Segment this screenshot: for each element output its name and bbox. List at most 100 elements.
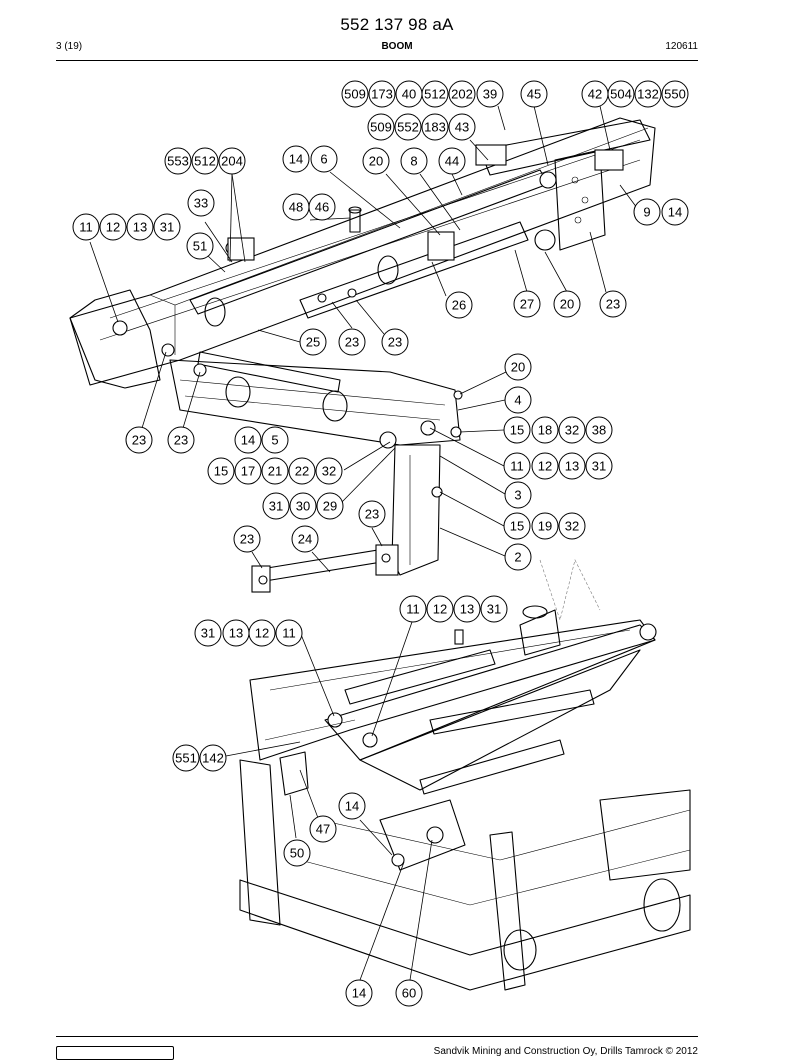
callout-42: 42 — [581, 80, 609, 108]
callout-label: 32 — [565, 423, 579, 438]
callout-label: 3 — [514, 488, 521, 503]
callout-circle — [362, 147, 390, 175]
callout-circle — [585, 452, 613, 480]
callout-19: 19 — [531, 512, 559, 540]
callout-circle — [558, 452, 586, 480]
callout-circle — [186, 232, 214, 260]
callout-label: 183 — [424, 120, 446, 135]
callout-label: 20 — [560, 297, 574, 312]
section-title: BOOM — [381, 41, 413, 52]
callout-circle — [338, 792, 366, 820]
callout-label: 4 — [514, 393, 521, 408]
callout-label: 43 — [455, 120, 469, 135]
callout-509: 509 — [367, 113, 395, 141]
callout-label: 19 — [538, 519, 552, 534]
callout-11: 11 — [503, 452, 531, 480]
callout-label: 31 — [487, 602, 501, 617]
callout-circle — [448, 80, 476, 108]
callout-512: 512 — [421, 80, 449, 108]
callout-label: 29 — [323, 499, 337, 514]
callout-circle — [399, 595, 427, 623]
callout-17: 17 — [234, 457, 262, 485]
callout-label: 31 — [592, 459, 606, 474]
callout-label: 33 — [194, 196, 208, 211]
callout-circle — [341, 80, 369, 108]
callout-label: 27 — [520, 297, 534, 312]
callout-circle — [503, 512, 531, 540]
callout-circle — [338, 328, 366, 356]
callout-label: 38 — [592, 423, 606, 438]
callout-circle — [558, 512, 586, 540]
callout-circle — [218, 147, 246, 175]
callout-label: 14 — [668, 205, 682, 220]
callout-label: 14 — [289, 152, 303, 167]
callout-circle — [426, 595, 454, 623]
callout-label: 14 — [241, 433, 255, 448]
callout-circle — [585, 416, 613, 444]
callout-circle — [634, 80, 662, 108]
callout-31: 31 — [585, 452, 613, 480]
callout-25: 25 — [299, 328, 327, 356]
callout-552: 552 — [394, 113, 422, 141]
callout-label: 13 — [565, 459, 579, 474]
callout-label: 31 — [269, 499, 283, 514]
callout-label: 20 — [511, 360, 525, 375]
callout-label: 2 — [514, 550, 521, 565]
callout-512: 512 — [191, 147, 219, 175]
callout-22: 22 — [288, 457, 316, 485]
callout-11: 11 — [275, 619, 303, 647]
callout-label: 12 — [538, 459, 552, 474]
callout-12: 12 — [531, 452, 559, 480]
callout-label: 512 — [194, 154, 216, 169]
callout-circle — [308, 193, 336, 221]
callout-circle — [531, 416, 559, 444]
callout-label: 15 — [510, 423, 524, 438]
callout-509: 509 — [341, 80, 369, 108]
callout-circle — [172, 744, 200, 772]
callout-15: 15 — [207, 457, 235, 485]
callout-circle — [438, 147, 466, 175]
callout-circle — [599, 290, 627, 318]
callout-30: 30 — [289, 492, 317, 520]
callout-3: 3 — [504, 481, 532, 509]
callout-circle — [503, 416, 531, 444]
document-number: 552 137 98 aA — [340, 15, 454, 34]
callout-label: 31 — [160, 220, 174, 235]
callout-31: 31 — [480, 595, 508, 623]
callout-circle — [125, 426, 153, 454]
leader-lines — [89, 105, 641, 981]
callout-circle — [282, 145, 310, 173]
callout-circle — [520, 80, 548, 108]
callout-60: 60 — [395, 979, 423, 1007]
callout-label: 45 — [527, 87, 541, 102]
callout-13: 13 — [222, 619, 250, 647]
callout-circle — [199, 744, 227, 772]
callout-circle — [394, 113, 422, 141]
callout-14: 14 — [338, 792, 366, 820]
callout-32: 32 — [315, 457, 343, 485]
callout-circle — [72, 213, 100, 241]
callout-label: 17 — [241, 464, 255, 479]
callout-circle — [476, 80, 504, 108]
callout-label: 13 — [460, 602, 474, 617]
callout-23: 23 — [125, 426, 153, 454]
callout-label: 504 — [610, 87, 632, 102]
callout-circle — [283, 839, 311, 867]
callout-circle — [421, 80, 449, 108]
callout-20: 20 — [362, 147, 390, 175]
callout-2: 2 — [504, 543, 532, 571]
callout-12: 12 — [99, 213, 127, 241]
callout-circle — [288, 457, 316, 485]
callout-13: 13 — [558, 452, 586, 480]
callout-circle — [504, 481, 532, 509]
callout-circle — [248, 619, 276, 647]
callout-label: 42 — [588, 87, 602, 102]
callout-label: 30 — [296, 499, 310, 514]
callout-label: 551 — [175, 751, 197, 766]
callout-circle — [191, 147, 219, 175]
callout-circle — [345, 979, 373, 1007]
callout-15: 15 — [503, 416, 531, 444]
callout-label: 552 — [397, 120, 419, 135]
callout-label: 23 — [174, 433, 188, 448]
callout-5: 5 — [261, 426, 289, 454]
